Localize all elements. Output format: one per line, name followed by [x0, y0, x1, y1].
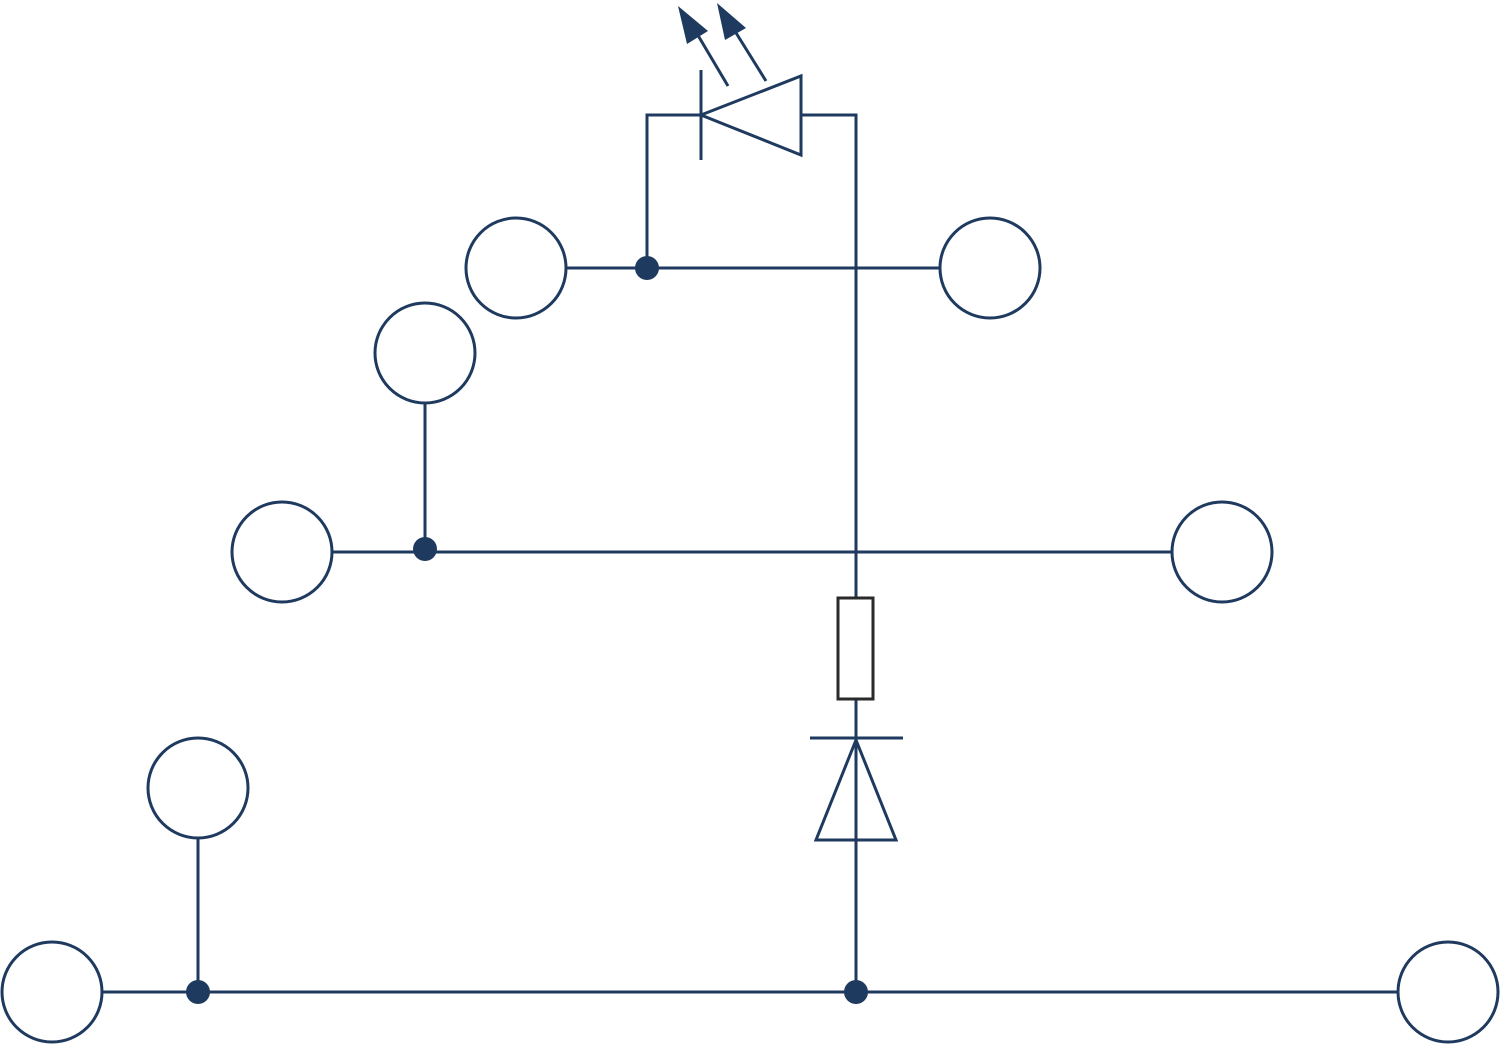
middle-rail: [230, 301, 1274, 604]
top-rail: [464, 216, 1042, 320]
emission-arrow-1: [694, 31, 730, 87]
emission-arrowhead-2: [717, 3, 746, 40]
terminal-bottom-right[interactable]: [1396, 940, 1500, 1044]
led-right-wire: [801, 113, 858, 598]
terminal-bottom-branch[interactable]: [146, 736, 250, 840]
terminal-bottom-left[interactable]: [0, 940, 104, 1044]
terminal-middle-right[interactable]: [1170, 500, 1274, 604]
terminal-top-left[interactable]: [464, 216, 568, 320]
terminal-top-right[interactable]: [938, 216, 1042, 320]
bottom-rail: [0, 736, 1500, 1044]
light-emission-arrows-icon: [678, 3, 768, 87]
emission-arrowhead-1: [678, 6, 708, 44]
junction-bottom-left: [186, 980, 210, 1004]
diode-symbol: [810, 735, 903, 842]
resistor-symbol: [836, 596, 875, 701]
led-symbol: [678, 3, 803, 160]
terminal-middle-branch[interactable]: [373, 301, 477, 405]
emission-arrow-2: [731, 27, 768, 82]
junction-middle: [413, 537, 437, 561]
terminal-middle-left[interactable]: [230, 500, 334, 604]
led-triangle: [696, 73, 803, 158]
